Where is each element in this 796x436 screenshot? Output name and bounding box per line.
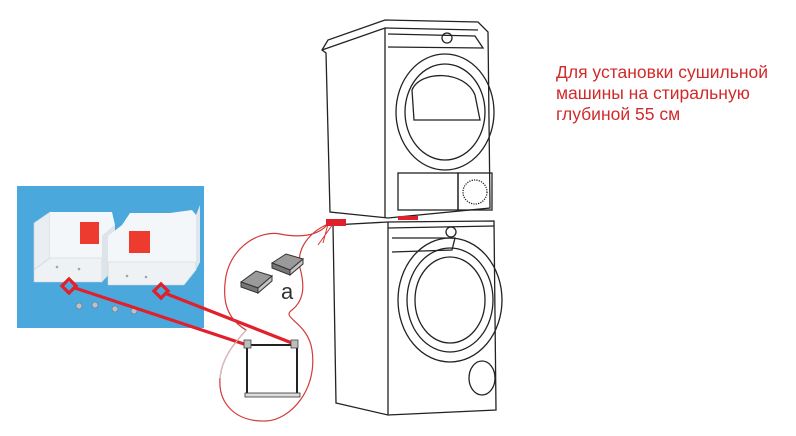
part-a-label: a	[281, 279, 294, 304]
caption-line-2: машины на стиральную	[556, 83, 750, 103]
connector-lines	[59, 276, 298, 347]
bracket-photo	[17, 186, 204, 328]
installation-caption: Для установки сушильной машины на стирал…	[556, 62, 768, 125]
part-a-icon	[239, 253, 305, 295]
washer-drawing	[332, 220, 503, 416]
bracket-marker-left	[326, 219, 346, 226]
dryer-drawing	[321, 19, 495, 219]
detail-callout	[219, 223, 334, 422]
caption-line-1: Для установки сушильной	[556, 62, 769, 82]
bracket-marker-front	[398, 216, 418, 220]
frame-detail	[243, 339, 301, 398]
caption-line-3: глубиной 55 см	[556, 104, 681, 124]
